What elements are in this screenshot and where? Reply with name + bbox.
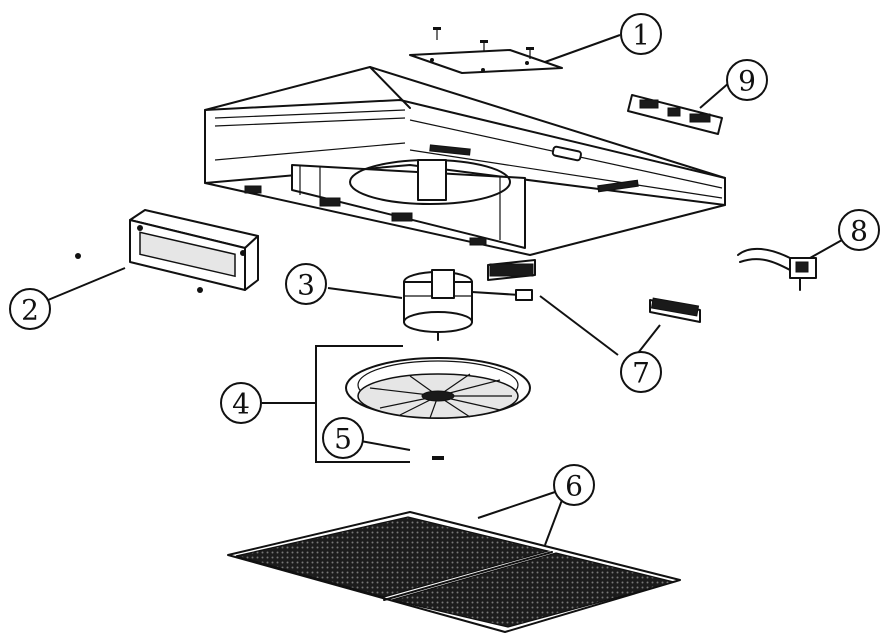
callout-label: 7 xyxy=(632,357,650,390)
callout-1: 1 xyxy=(620,13,662,55)
callout-2: 2 xyxy=(9,288,51,330)
screw-icon xyxy=(433,27,534,59)
callout-8: 8 xyxy=(838,209,880,251)
range-hood-body xyxy=(204,66,726,256)
callout-label: 6 xyxy=(565,470,583,503)
grease-filters xyxy=(227,511,681,633)
blower-wheel xyxy=(345,357,531,419)
callout-5: 5 xyxy=(322,417,364,459)
callout-9: 9 xyxy=(726,59,768,101)
callout-label: 1 xyxy=(632,19,650,52)
fan-motor xyxy=(403,269,533,341)
callout-6: 6 xyxy=(553,464,595,506)
duct-damper xyxy=(75,209,259,293)
control-board xyxy=(627,94,723,135)
power-cord-junction xyxy=(737,247,817,291)
callout-label: 4 xyxy=(232,388,250,421)
callout-label: 8 xyxy=(850,215,868,248)
light-socket-modules xyxy=(487,259,701,323)
callout-3: 3 xyxy=(285,263,327,305)
callout-label: 2 xyxy=(21,294,39,327)
fan-nut xyxy=(432,456,444,460)
callout-label: 3 xyxy=(297,269,315,302)
callout-7: 7 xyxy=(620,351,662,393)
top-cover-plate xyxy=(409,27,563,74)
callout-label: 9 xyxy=(738,65,756,98)
callout-label: 5 xyxy=(334,423,352,456)
callout-4: 4 xyxy=(220,382,262,424)
leader-lines xyxy=(47,34,843,546)
